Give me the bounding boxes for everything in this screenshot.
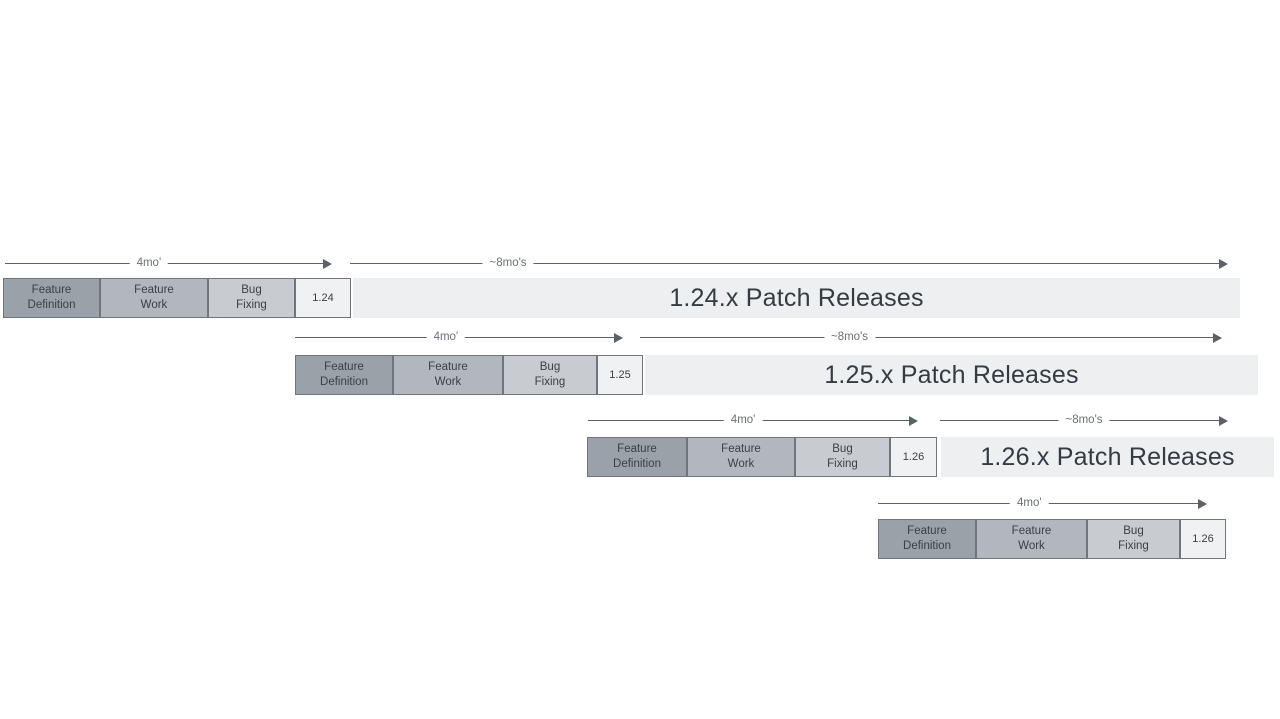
version-box: 1.26 <box>890 437 937 477</box>
patch-releases-bar: 1.24.x Patch Releases <box>353 278 1240 318</box>
phase-box-bug-fixing: Bug Fixing <box>208 278 295 318</box>
arrow-head-icon <box>323 259 332 269</box>
arrow-head-icon <box>1213 333 1222 343</box>
arrow-line <box>640 337 1218 338</box>
phase-box-bug-fixing: Bug Fixing <box>503 355 597 395</box>
patch-duration-arrow: ~8mo's <box>940 413 1228 429</box>
dev-duration-label: 4mo' <box>129 256 169 271</box>
dev-duration-arrow: 4mo' <box>878 496 1207 512</box>
patch-releases-bar: 1.25.x Patch Releases <box>645 355 1258 395</box>
phase-box-feature-definition: Feature Definition <box>878 519 976 559</box>
patch-duration-label: ~8mo's <box>1058 413 1110 428</box>
dev-duration-arrow: 4mo' <box>5 256 332 272</box>
patch-releases-bar: 1.26.x Patch Releases <box>941 437 1274 477</box>
dev-duration-arrow: 4mo' <box>588 413 918 429</box>
phase-box-feature-work: Feature Work <box>100 278 208 318</box>
arrow-head-icon <box>909 416 918 426</box>
dev-duration-label: 4mo' <box>723 413 763 428</box>
version-box: 1.24 <box>295 278 351 318</box>
version-box: 1.25 <box>597 355 643 395</box>
arrow-head-icon <box>1219 259 1228 269</box>
dev-duration-label: 4mo' <box>1010 496 1049 511</box>
phase-box-feature-definition: Feature Definition <box>587 437 687 477</box>
dev-duration-label: 4mo' <box>426 330 466 345</box>
arrow-head-icon <box>1198 499 1207 509</box>
dev-duration-arrow: 4mo' <box>295 330 623 346</box>
phase-box-feature-definition: Feature Definition <box>3 278 100 318</box>
patch-duration-arrow: ~8mo's <box>350 256 1228 272</box>
patch-duration-arrow: ~8mo's <box>640 330 1222 346</box>
version-box: 1.26 <box>1180 519 1226 559</box>
phase-box-feature-work: Feature Work <box>976 519 1087 559</box>
phase-box-feature-work: Feature Work <box>393 355 503 395</box>
patch-duration-label: ~8mo's <box>482 256 534 271</box>
phase-box-bug-fixing: Bug Fixing <box>795 437 890 477</box>
phase-box-feature-work: Feature Work <box>687 437 795 477</box>
patch-duration-label: ~8mo's <box>823 330 876 345</box>
arrow-head-icon <box>1219 416 1228 426</box>
phase-box-bug-fixing: Bug Fixing <box>1087 519 1180 559</box>
phase-box-feature-definition: Feature Definition <box>295 355 393 395</box>
arrow-line <box>350 263 1224 264</box>
arrow-head-icon <box>614 333 623 343</box>
